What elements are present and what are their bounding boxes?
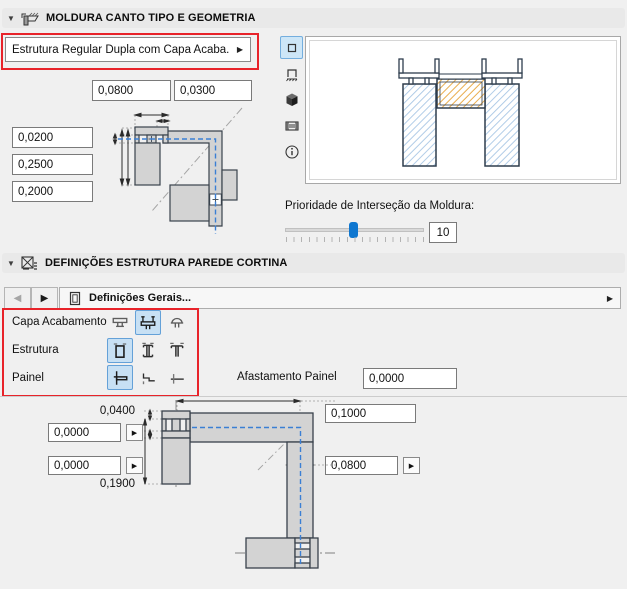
frame-dim-left-3-field[interactable] (12, 181, 93, 202)
dropdown-arrow-icon: ▶ (236, 45, 243, 54)
section-separator (0, 396, 627, 397)
panel-corner-button[interactable] (107, 365, 133, 390)
cap-width-field[interactable] (174, 80, 252, 101)
structure-ibeam-button[interactable] (135, 338, 161, 363)
frame-outline-icon (68, 291, 83, 306)
preview-toolbar (280, 36, 303, 166)
panel-offset-button[interactable] (135, 365, 161, 390)
flyout-arrow-icon: ▶ (131, 429, 138, 437)
collapse-arrow-icon[interactable]: ▼ (7, 13, 15, 23)
panel-offset-field[interactable] (363, 368, 457, 389)
structure-box-button[interactable] (107, 338, 133, 363)
dim-0400-label: 0,0400 (99, 405, 135, 417)
preview-2d-symbol-button[interactable] (280, 36, 303, 59)
mullion-width-field[interactable] (325, 404, 416, 423)
section-title: MOLDURA CANTO TIPO E GEOMETRIA (46, 12, 256, 24)
frame-preview-drawing (309, 40, 617, 180)
frame-width-field[interactable] (92, 80, 171, 101)
structure-tprofile-button[interactable] (164, 338, 190, 363)
frame-type-value: Estrutura Regular Dupla com Capa Acaba..… (12, 43, 230, 56)
frame-dim-left-2-field[interactable] (12, 154, 93, 175)
mullion-depth-field[interactable] (325, 456, 398, 475)
frame-dim-left-1-field[interactable] (12, 127, 93, 148)
nav-back-button[interactable]: ◀ (4, 287, 31, 309)
priority-label: Prioridade de Interseção da Moldura: (285, 200, 475, 212)
general-settings-bar[interactable]: Definições Gerais... ▶ (59, 287, 621, 309)
mullion-dim-left-2-field[interactable] (48, 456, 121, 475)
mullion-dim-left-1-field[interactable] (48, 423, 121, 442)
preview-plan-button[interactable] (280, 62, 303, 85)
frame-preview-panel (305, 36, 621, 184)
collapse-arrow-icon[interactable]: ▼ (7, 258, 15, 268)
panel-row-label: Painel (12, 372, 44, 384)
nav-back-icon: ◀ (13, 292, 22, 304)
priority-value-field[interactable] (429, 222, 457, 243)
priority-slider-ticks (286, 237, 424, 242)
panel-offset-label: Afastamento Painel (237, 371, 337, 383)
flyout-button-left-1[interactable]: ▶ (126, 424, 143, 441)
general-settings-label: Definições Gerais... (89, 292, 192, 304)
flyout-arrow-icon: ▶ (131, 462, 138, 470)
panel-flush-button[interactable] (164, 365, 190, 390)
structure-row-label: Estrutura (12, 344, 59, 356)
priority-slider-handle[interactable] (349, 222, 358, 238)
section-header-frame-geometry[interactable]: ▼ MOLDURA CANTO TIPO E GEOMETRIA (2, 8, 625, 28)
cap-row-label: Capa Acabamento (12, 316, 107, 328)
preview-3d-button[interactable] (280, 88, 303, 111)
dim-1900-label: 0,1900 (99, 478, 135, 490)
curtain-structure-diagram (140, 398, 340, 589)
section-header-curtain-wall[interactable]: ▼ DEFINIÇÕES ESTRUTURA PAREDE CORTINA (2, 253, 625, 273)
cap-u-profile-button[interactable] (135, 310, 161, 335)
bar-expand-arrow-icon: ▶ (606, 293, 613, 303)
nav-forward-icon: ▶ (40, 292, 49, 304)
frame-corner-icon (20, 10, 40, 27)
flyout-button-right[interactable]: ▶ (403, 457, 420, 474)
flyout-button-left-2[interactable]: ▶ (126, 457, 143, 474)
nav-forward-button[interactable]: ▶ (31, 287, 58, 309)
section-title: DEFINIÇÕES ESTRUTURA PAREDE CORTINA (45, 257, 288, 269)
flyout-arrow-icon: ▶ (408, 462, 415, 470)
frame-type-dropdown[interactable]: Estrutura Regular Dupla com Capa Acaba..… (5, 37, 251, 62)
preview-info-button[interactable] (280, 140, 303, 163)
cap-flat-button[interactable] (107, 310, 133, 335)
curtain-wall-settings-icon (20, 255, 39, 272)
preview-film-button[interactable] (280, 114, 303, 137)
corner-geometry-diagram (105, 104, 250, 242)
cap-round-button[interactable] (164, 310, 190, 335)
